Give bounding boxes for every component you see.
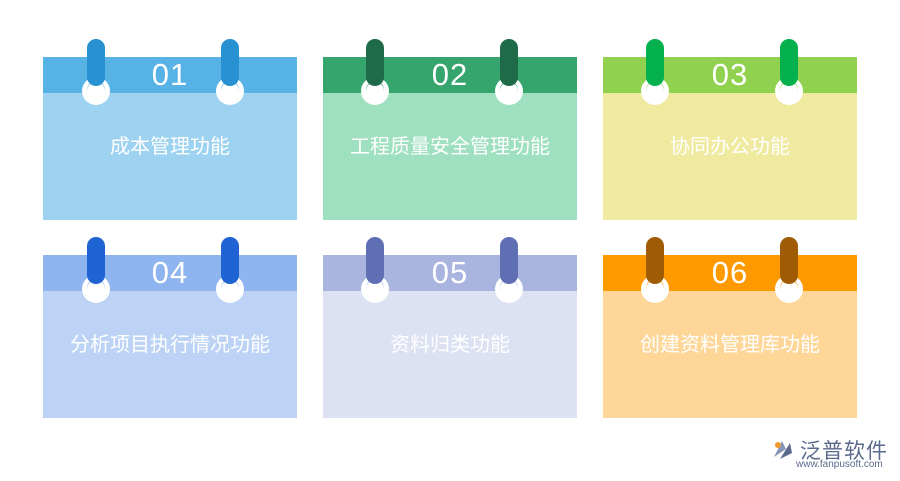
binder-tab-left [646,237,664,284]
binder-tab-left [87,39,105,86]
card-number: 01 [151,57,189,92]
card-body [323,93,577,220]
binder-tab-left [366,39,384,86]
card-number: 06 [711,255,749,290]
binder-tab-left [646,39,664,86]
card-number: 03 [711,57,749,92]
card-body [43,93,297,220]
card-label: 资料归类功能 [390,332,510,356]
card-body [603,291,857,418]
card-01: 01 成本管理功能 [43,39,297,220]
card-04: 04 分析项目执行情况功能 [43,237,297,418]
binder-tab-left [366,237,384,284]
card-label: 分析项目执行情况功能 [70,332,270,356]
card-03: 03 协同办公功能 [603,39,857,220]
binder-tab-right [221,237,239,284]
binder-ring-right [495,77,523,105]
card-label: 成本管理功能 [110,134,230,158]
binder-tab-right [780,39,798,86]
binder-ring-right [495,275,523,303]
binder-ring-right [775,77,803,105]
fanpusoft-logo: 泛普软件 www.fanpusoft.com [770,435,890,471]
card-body [43,291,297,418]
card-body [603,93,857,220]
card-number: 05 [431,255,469,290]
card-body [323,291,577,418]
binder-tab-right [500,39,518,86]
binder-ring-left [82,77,110,105]
brand-url: www.fanpusoft.com [796,459,883,470]
binder-tab-right [500,237,518,284]
card-02: 02 工程质量安全管理功能 [323,39,577,220]
card-number: 04 [151,255,189,290]
card-number: 02 [431,57,469,92]
binder-tab-left [87,237,105,284]
card-label: 创建资料管理库功能 [640,332,820,356]
card-label: 工程质量安全管理功能 [350,134,550,158]
brand-name: 泛普软件 [800,439,888,463]
binder-ring-right [216,275,244,303]
card-label: 协同办公功能 [670,134,790,158]
binder-tab-right [221,39,239,86]
card-06: 06 创建资料管理库功能 [603,237,857,418]
fanpu-logo-icon [774,441,792,459]
card-05: 05 资料归类功能 [323,237,577,418]
binder-tab-right [780,237,798,284]
